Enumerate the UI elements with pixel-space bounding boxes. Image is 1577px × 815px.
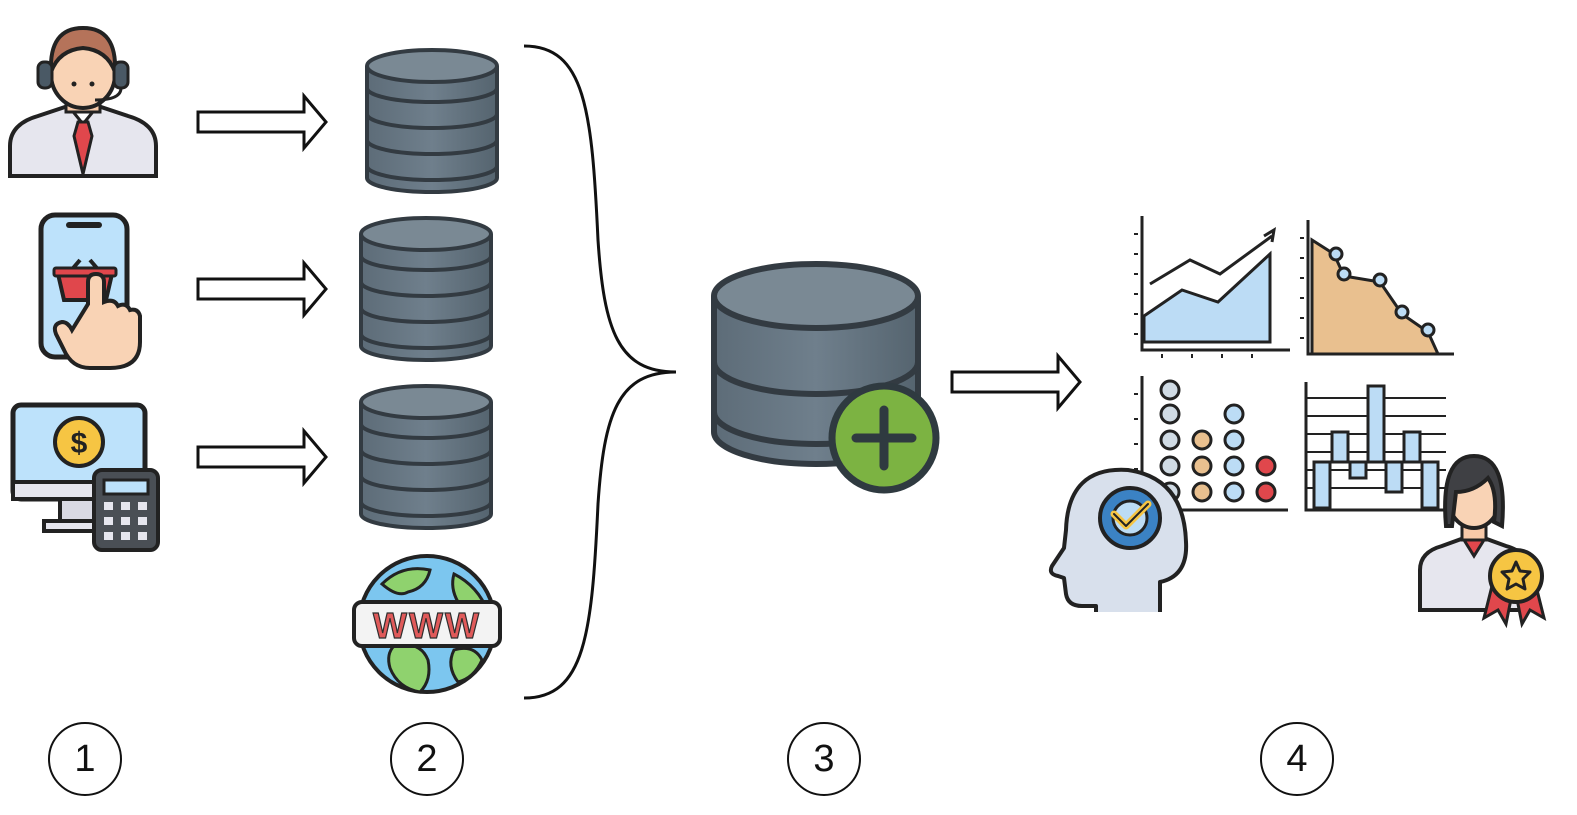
step-2-number: 2 <box>416 738 438 780</box>
arrow-source-1 <box>196 91 328 153</box>
bar-chart-icon <box>1304 382 1452 512</box>
step-4-badge: 4 <box>1260 722 1334 796</box>
area-chart-icon <box>1134 216 1290 358</box>
step-3-number: 3 <box>813 738 835 780</box>
arrow-source-3 <box>196 426 328 488</box>
pos-terminal-icon: $ <box>10 402 160 552</box>
arrow-to-analytics <box>950 351 1082 413</box>
database-icon <box>359 384 493 530</box>
database-add-icon <box>711 261 940 494</box>
step-2-badge: 2 <box>390 722 464 796</box>
step-1-badge: 1 <box>48 722 122 796</box>
merge-brace <box>523 44 677 700</box>
call-center-agent-icon <box>8 25 158 178</box>
arrow-source-2 <box>196 258 328 320</box>
globe-www-icon: WWW <box>352 554 502 694</box>
svg-text:$: $ <box>71 427 88 460</box>
web-label: WWW <box>373 605 481 646</box>
decline-chart-icon <box>1300 220 1454 356</box>
step-4-number: 4 <box>1286 738 1308 780</box>
thinking-head-icon <box>1048 467 1189 612</box>
mobile-shopping-icon <box>38 212 142 370</box>
step-3-badge: 3 <box>787 722 861 796</box>
award-person-icon <box>1418 453 1547 629</box>
database-icon <box>359 216 493 362</box>
step-1-number: 1 <box>74 738 96 780</box>
database-icon <box>365 48 499 194</box>
